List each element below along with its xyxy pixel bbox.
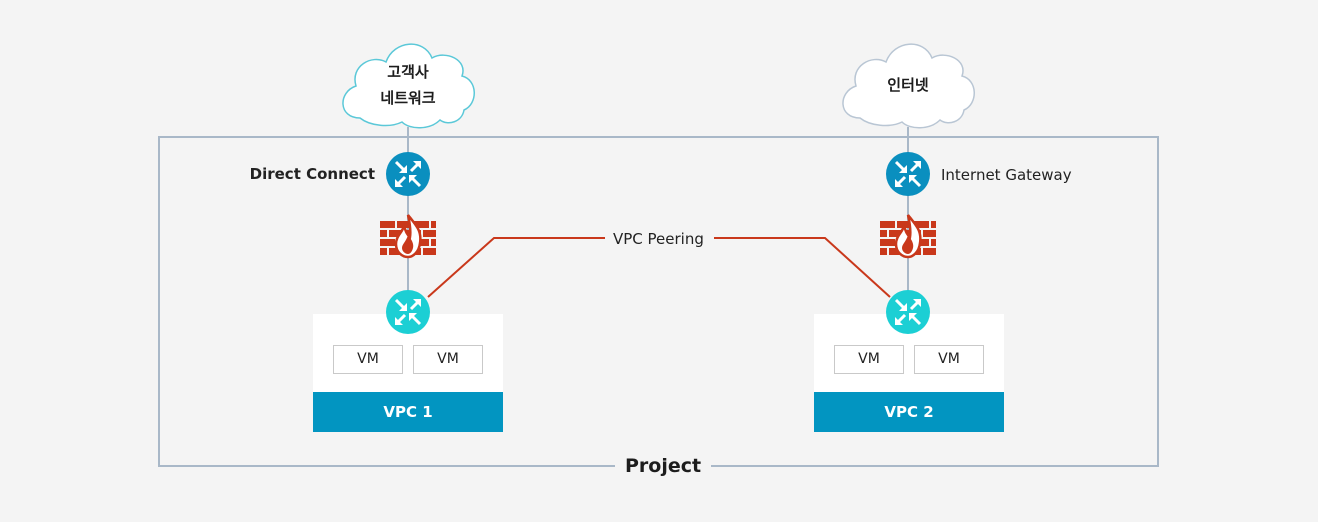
vpc-2-vm-1: VM [834,345,904,374]
customer-network-cloud [342,43,475,129]
project-label: Project [615,455,712,477]
direct-connect-label: Direct Connect [249,165,375,183]
vpc-2-box: VM VM VPC 2 [814,314,1004,432]
internet-gateway-label: Internet Gateway [941,166,1072,184]
internet-label: 인터넷 [887,76,929,94]
customer-network-label-line1: 고객사 [387,63,429,81]
left-firewall-icon [378,213,438,259]
vpc-2-title: VPC 2 [814,392,1004,432]
direct-connect-router-icon [386,152,430,196]
peering-line-left [427,237,605,298]
vpc-1-title: VPC 1 [313,392,503,432]
right-firewall-icon [878,213,938,259]
vpc-1-box: VM VM VPC 1 [313,314,503,432]
vpc-2-vm-2: VM [914,345,984,374]
customer-network-label-line2: 네트워크 [380,89,436,107]
internet-cloud [842,43,975,129]
vpc-peering-label: VPC Peering [613,230,704,248]
customer-network-label: 고객사 네트워크 [348,59,468,111]
vpc-1-vm-2: VM [413,345,483,374]
peering-line-right [714,237,891,298]
internet-gateway-router-icon [886,152,930,196]
project-frame [158,136,1159,467]
vpc-1-vm-1: VM [333,345,403,374]
